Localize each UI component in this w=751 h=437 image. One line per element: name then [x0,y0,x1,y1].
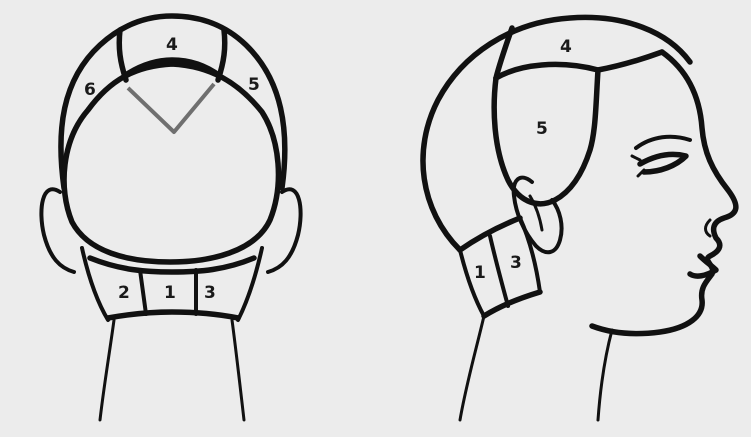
side-mouth [690,256,716,276]
side-neck-front [598,330,612,420]
side-zone-1-label: 1 [474,263,486,283]
back-left-ear [41,189,74,272]
back-zone-2-label: 2 [118,283,130,303]
side-lashes [632,156,644,176]
side-brow [636,137,690,148]
back-zone-6-label: 6 [84,80,96,100]
back-top-arch [124,60,220,76]
side-nape-bottom [484,292,540,316]
side-neck-back [460,316,484,420]
side-nape-back-edge [460,250,484,316]
side-nostril [706,220,711,236]
side-eye [640,154,686,172]
back-zone-5-label: 5 [248,75,260,95]
side-nape-top [460,218,520,250]
back-zone-3-label: 3 [204,283,216,303]
back-view-head [41,16,300,420]
side-face-profile [592,52,736,334]
back-neck-left [100,320,114,420]
side-zone-4-label: 4 [560,37,572,57]
side-nape-divider [490,236,508,306]
back-zone-1-label: 1 [164,283,176,303]
side-skull-outline [423,17,690,250]
back-nape-left-divider [140,270,146,314]
side-nape-front-edge [520,218,540,292]
side-zone-5-label: 5 [536,119,548,139]
side-zone-3-label: 3 [510,253,522,273]
back-nape-bottom [108,312,238,318]
side-zone5-right-edge [555,70,598,200]
side-zone5-left-edge [494,78,555,204]
side-top-band [496,52,662,78]
back-crown-oval [64,64,278,262]
back-vee-mark [128,84,214,132]
back-neck-right [232,320,244,420]
side-view-head [423,17,736,420]
back-zone-4-label: 4 [166,35,178,55]
